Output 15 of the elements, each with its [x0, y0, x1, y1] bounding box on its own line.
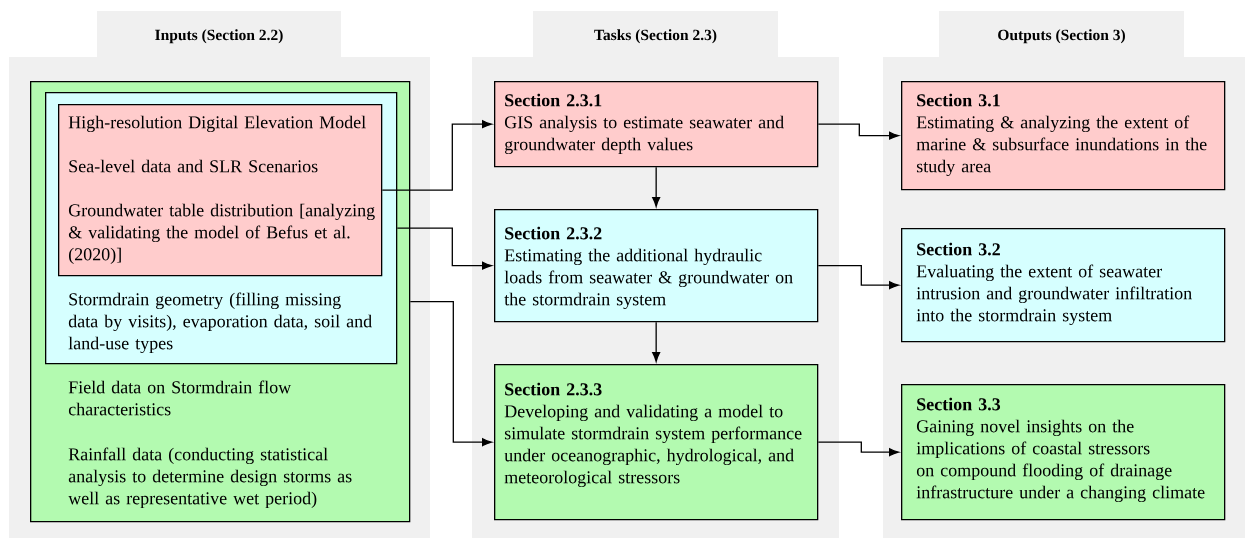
task-box: Section 2.3.3 Developing and validating a model to simulate stormdrain system performance under oceanographic, hydrological, and meteorological stressors [494, 364, 819, 521]
arrow [396, 227, 492, 270]
output-box: Section 3.2 Evaluating the extent of seawater intrusion and groundwater infiltration into the stormdrain system [901, 228, 1226, 343]
arrow [652, 321, 661, 362]
arrow [409, 301, 492, 447]
arrow [652, 166, 661, 207]
arrow [381, 120, 492, 191]
output-box: Section 3.3 Gaining novel insights on the implications of coastal stressors on compound flooding of drainage infrastructure under a changing climate [901, 384, 1226, 521]
data-group-box: High-resolution Digital Elevation Model Sea-level data and SLR Scenarios Groundwater table distribution [analyzing & validating the model of Befus et al. (2020)] [58, 104, 383, 277]
arrow [817, 123, 899, 140]
task-box: Section 2.3.1 GIS analysis to estimate seawater and groundwater depth values [494, 81, 819, 168]
arrow [817, 441, 899, 457]
arrow [817, 265, 899, 290]
task-box: Section 2.3.2 Estimating the additional hydraulic loads from seawater & groundwater on the stormdrain system [494, 209, 819, 323]
output-box: Section 3.1 Estimating & analyzing the extent of marine & subsurface inundations in the study area [901, 81, 1226, 191]
